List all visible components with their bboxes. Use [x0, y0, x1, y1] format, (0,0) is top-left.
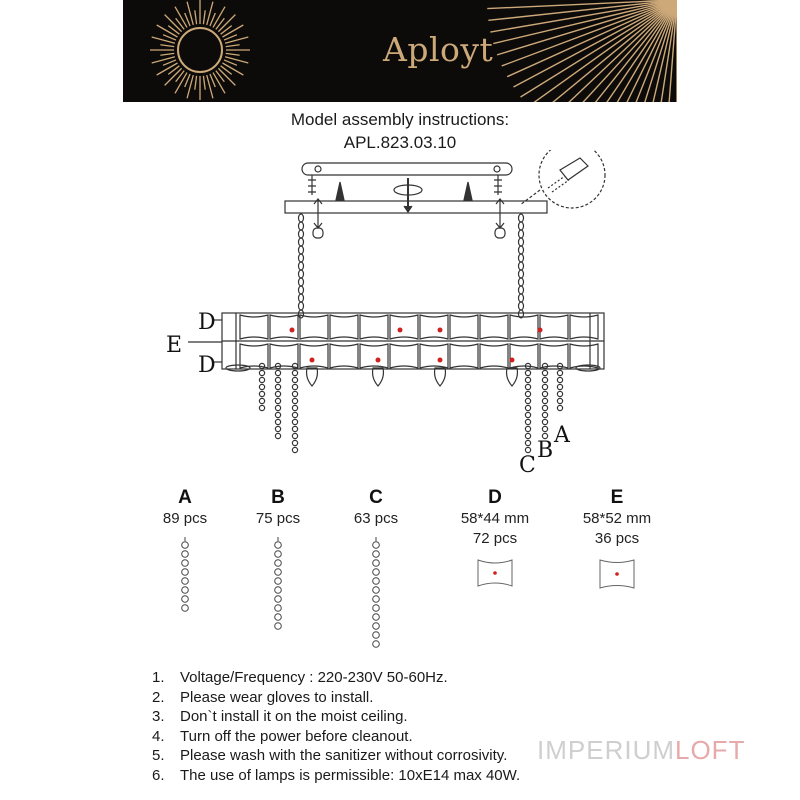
part-quantity: 63 pcs	[353, 510, 399, 527]
note-item: 6.The use of lamps is permissible: 10xE1…	[152, 766, 521, 784]
brand-name: Aployt	[383, 30, 494, 69]
part-quantity: 72 pcs	[472, 530, 518, 547]
note-item: 4.Turn off the power before cleanout.	[152, 727, 413, 745]
brand-banner: Aployt	[123, 0, 677, 102]
part-size: 58*52 mm	[582, 510, 652, 527]
part-b: B 75 pcs	[248, 487, 308, 637]
note-item: 5.Please wash with the sanitizer without…	[152, 747, 508, 765]
part-quantity: 89 pcs	[162, 510, 208, 527]
part-quantity: 36 pcs	[594, 530, 640, 547]
part-quantity: 75 pcs	[255, 510, 301, 527]
model-number: APL.823.03.10	[343, 133, 457, 152]
wiring-detail	[538, 150, 606, 209]
part-letter: C	[369, 487, 383, 508]
part-letter: B	[271, 487, 285, 508]
crystal-strand-medium-icon	[274, 537, 282, 630]
crystal-strand-long-icon	[372, 537, 380, 648]
label-b: B	[537, 438, 553, 463]
ceiling-plate	[301, 162, 513, 176]
part-letter: E	[610, 487, 624, 508]
part-size: 58*44 mm	[460, 510, 530, 527]
part-letter: D	[488, 487, 502, 508]
part-c: C 63 pcs	[346, 487, 406, 649]
note-item: 1.Voltage/Frequency : 220-230V 50-60Hz.	[152, 669, 448, 686]
note-item: 2.Please wear gloves to install.	[152, 688, 374, 706]
part-letter: A	[178, 487, 192, 508]
crystal-plate-icon	[477, 559, 513, 587]
label-d-top: D	[198, 310, 216, 335]
label-c: C	[519, 453, 536, 478]
assembly-diagram: D E D C B A	[166, 150, 606, 478]
part-a: A 89 pcs	[155, 487, 215, 617]
crystal-strand-short-icon	[181, 537, 189, 612]
part-e: E 58*52 mm 36 pcs	[567, 487, 667, 591]
part-d: D 58*44 mm 72 pcs	[445, 487, 545, 589]
crystal-plate-icon	[599, 559, 635, 589]
document-title: Model assembly instructions:	[290, 110, 510, 129]
screw-icon	[494, 175, 502, 195]
note-item: 3.Don`t install it on the moist ceiling.	[152, 708, 408, 726]
watermark: IMPERIUMLOFT	[537, 735, 746, 765]
canopy	[284, 200, 548, 214]
safety-notes: 1.Voltage/Frequency : 220-230V 50-60Hz. …	[152, 668, 520, 786]
label-a: A	[553, 423, 571, 448]
sunburst-logo-icon	[150, 0, 677, 102]
label-d-bottom: D	[198, 353, 216, 378]
screw-icon	[308, 175, 316, 195]
label-e: E	[166, 333, 182, 358]
